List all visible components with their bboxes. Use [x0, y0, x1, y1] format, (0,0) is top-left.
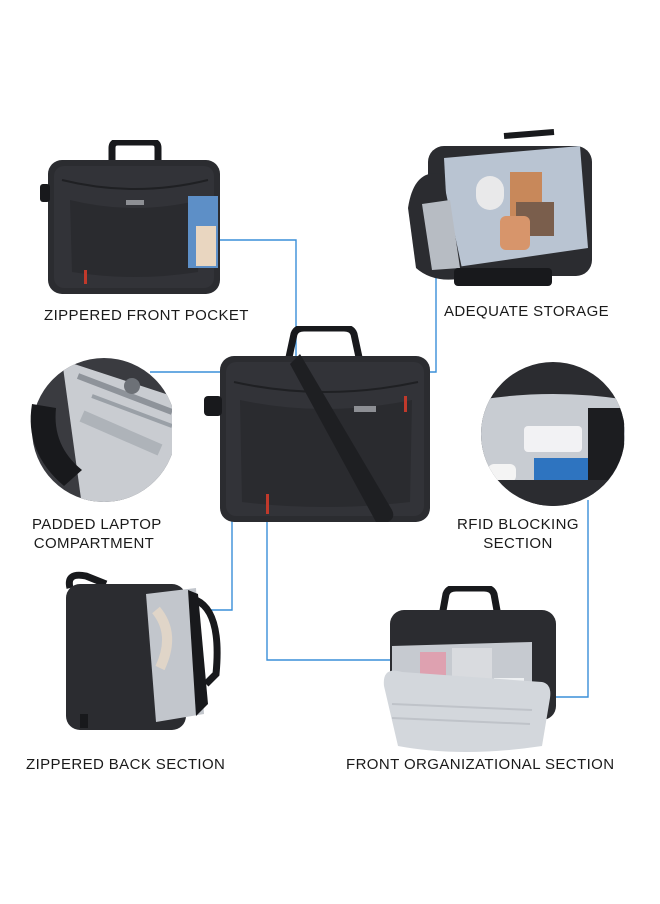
label-zippered-front-pocket: ZIPPERED FRONT POCKET: [44, 307, 249, 324]
connector-front-pocket: [218, 239, 297, 410]
label-adequate-storage: ADEQUATE STORAGE: [444, 303, 610, 320]
label-padded-laptop-line2: COMPARTMENT: [33, 535, 155, 552]
main-bag-image: [204, 326, 430, 522]
padded-laptop-image: [30, 358, 172, 502]
front-organizational-bag-image: [383, 586, 556, 752]
adequate-storage-bag-image: [408, 129, 592, 286]
zippered-back-bag-image: [65, 571, 221, 730]
front-pocket-bag-image: [40, 140, 220, 294]
label-rfid-line1: RFID BLOCKING: [457, 516, 579, 533]
label-front-organizational-section: FRONT ORGANIZATIONAL SECTION: [346, 756, 615, 773]
label-rfid-line2: SECTION: [483, 535, 553, 552]
label-zippered-back-section: ZIPPERED BACK SECTION: [26, 756, 226, 773]
rfid-blocking-image: [481, 362, 625, 506]
label-padded-laptop-line1: PADDED LAPTOP: [32, 516, 162, 533]
